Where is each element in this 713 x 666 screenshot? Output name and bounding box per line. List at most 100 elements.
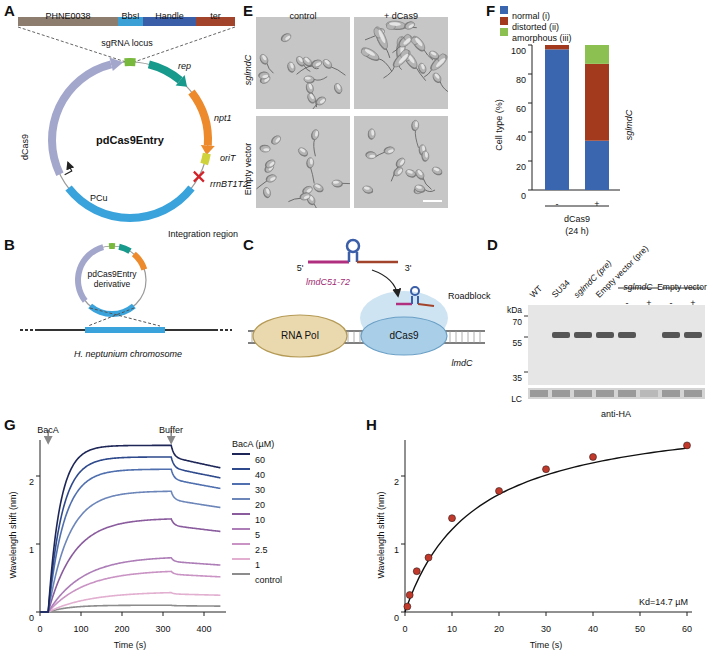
annotation-label: BacA	[37, 426, 59, 436]
cell-highlight	[261, 54, 267, 61]
feature-arrowhead	[176, 75, 187, 87]
cell-shadow	[306, 158, 313, 168]
annotation-label: 400	[196, 625, 211, 635]
plasmid-feature	[48, 60, 112, 176]
annotation-label: 300	[155, 625, 170, 635]
cell-body	[321, 58, 333, 70]
protein-band	[684, 332, 702, 338]
annotation-label: -	[626, 299, 629, 309]
legend-line	[232, 528, 250, 530]
axis-title: sglmdC	[244, 55, 254, 86]
base-pair	[252, 331, 253, 343]
cell	[256, 173, 277, 190]
cell-body	[266, 173, 278, 183]
plasmid-feature	[118, 244, 131, 254]
chromosome-line	[20, 329, 35, 331]
blot-membrane	[528, 305, 705, 385]
cell-highlight	[265, 188, 270, 195]
cell	[372, 25, 394, 59]
axis-tick	[528, 74, 532, 75]
plasmid-feature	[124, 58, 135, 66]
plasmid-feature	[148, 60, 183, 83]
annotation-label: LC	[511, 395, 522, 404]
cell-highlight	[377, 29, 386, 44]
cell	[296, 146, 309, 158]
cell-body	[393, 166, 405, 178]
stacked-bar	[585, 45, 609, 64]
node-text: PHNE0038	[45, 12, 90, 22]
annotation-label: Time (s)	[530, 641, 563, 651]
cell-body	[414, 168, 425, 180]
plasmid-drawing	[75, 243, 147, 317]
plasmid-drawing	[48, 58, 215, 222]
cell	[262, 187, 272, 199]
legend-text: normal (i)	[512, 12, 550, 22]
stacked-bar	[585, 64, 609, 141]
cell-shadow	[310, 130, 318, 141]
axis-line	[405, 612, 692, 613]
axis-line	[532, 45, 533, 190]
axis-tick	[81, 612, 82, 616]
cell-stalk	[296, 65, 313, 74]
annotation-label: PCu	[90, 194, 108, 204]
annotation-label: Kd=14.7 µM	[639, 598, 688, 608]
terminator-symbol	[194, 172, 204, 182]
cell-highlight	[269, 161, 276, 167]
annotation-label: oriT	[220, 154, 236, 164]
cell-highlight	[319, 98, 326, 104]
cell	[286, 61, 297, 74]
cell-stalk	[365, 33, 376, 42]
cell-highlight	[324, 59, 330, 65]
cell-highlight	[306, 188, 313, 194]
axis-title: sglmdC	[625, 110, 635, 141]
legend-text: 40	[255, 471, 265, 481]
micrograph	[354, 116, 448, 208]
cell-body	[307, 157, 314, 167]
annotation-label: + dCas9	[384, 12, 418, 22]
bound-sgrna	[396, 303, 412, 306]
annotation-label: dCas9	[564, 215, 590, 225]
loading-control-band	[684, 390, 702, 397]
cell	[417, 62, 428, 75]
cell-stalk	[377, 58, 395, 71]
legend-text: 2.5	[255, 546, 268, 556]
cell	[308, 129, 320, 156]
annotation-label: 0	[394, 614, 399, 624]
panel-letter: H	[366, 417, 377, 434]
base-pair	[348, 331, 349, 343]
cell-highlight	[430, 51, 437, 57]
cell-body	[304, 76, 314, 83]
cell	[392, 165, 405, 178]
stacked-bar	[585, 141, 609, 190]
cell-body	[428, 50, 440, 61]
cell	[409, 34, 435, 63]
micrograph-cells	[362, 120, 444, 196]
cell-body	[300, 192, 312, 202]
cell-body	[414, 184, 425, 193]
micrograph-cells	[256, 129, 350, 208]
data-point	[449, 515, 456, 522]
cell-stalk	[306, 104, 320, 109]
node-text: pdCas9Entry	[70, 134, 190, 147]
cell-highlight	[408, 23, 415, 28]
protein-band	[662, 332, 680, 338]
cell-highlight	[289, 62, 294, 69]
cell-body	[413, 184, 425, 195]
loading-control-strip	[528, 388, 705, 399]
cell-body	[373, 25, 390, 50]
annotation-label: 60	[682, 625, 692, 635]
cell-highlight	[309, 93, 315, 100]
cell-body	[271, 134, 283, 146]
cell-highlight	[416, 185, 423, 189]
cell	[385, 156, 406, 181]
cell-body	[305, 82, 315, 94]
protein-band	[596, 332, 614, 338]
lane-label: WT	[528, 284, 544, 300]
cell	[411, 120, 418, 148]
cell	[431, 72, 448, 95]
legend-text: 5	[255, 531, 260, 541]
lane-label: SU34	[550, 278, 572, 300]
axis-line	[40, 612, 226, 613]
